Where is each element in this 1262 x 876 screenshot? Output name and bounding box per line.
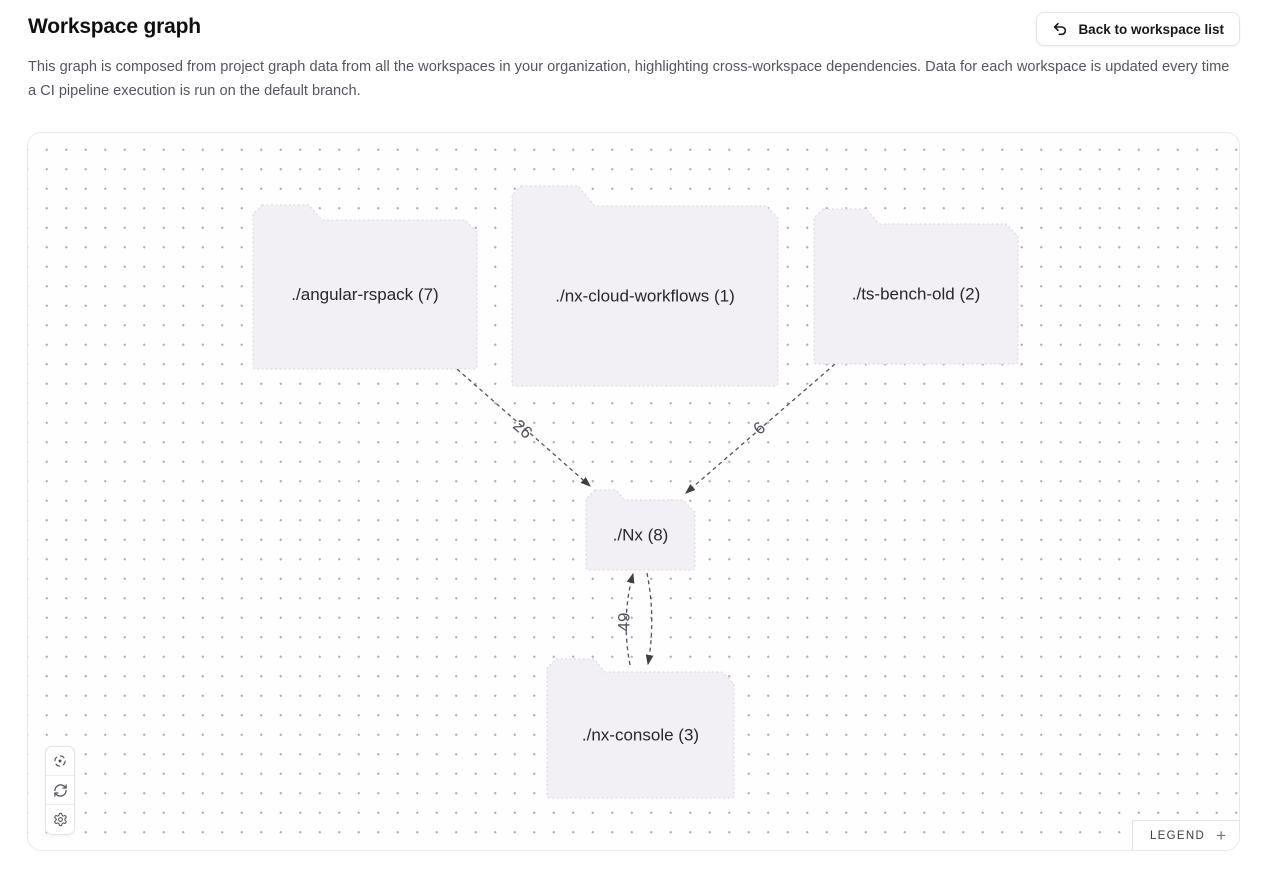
legend-toggle[interactable]: LEGEND +: [1131, 820, 1239, 850]
graph-node-angular-rspack[interactable]: ./angular-rspack (7): [252, 204, 478, 370]
graph-node-label: ./ts-bench-old (2): [852, 284, 981, 303]
legend-label: LEGEND: [1149, 829, 1206, 842]
graph-edge-nx-console-to-nx: [625, 572, 635, 666]
graph-settings-button[interactable]: [46, 805, 74, 834]
undo-arrow-icon: [1052, 21, 1068, 37]
graph-edge-count: 49: [614, 613, 633, 632]
page-description: This graph is composed from project grap…: [28, 59, 1230, 99]
back-to-workspace-list-button[interactable]: Back to workspace list: [1036, 12, 1240, 46]
graph-edge-ts-bench-old-to-nx: [685, 363, 836, 494]
graph-node-label: ./nx-cloud-workflows (1): [555, 286, 735, 305]
workspace-graph: 26 6 49 ./angular-rspack (7) ./nx-cloud-work…: [252, 185, 1019, 799]
graph-node-nx-cloud-workflows[interactable]: ./nx-cloud-workflows (1): [511, 185, 779, 387]
workspace-graph-canvas[interactable]: 26 6 49 ./angular-rspack (7) ./nx-cloud-work…: [27, 132, 1240, 851]
graph-toolbar: [45, 746, 75, 835]
page-title: Workspace graph: [28, 15, 201, 38]
focus-crosshair-icon: [52, 753, 68, 769]
graph-node-ts-bench-old[interactable]: ./ts-bench-old (2): [813, 208, 1019, 365]
graph-node-nx[interactable]: ./Nx (8): [585, 489, 696, 571]
graph-node-nx-console[interactable]: ./nx-console (3): [546, 658, 735, 799]
refresh-graph-button[interactable]: [46, 776, 74, 805]
graph-node-label: ./Nx (8): [613, 525, 669, 544]
folder-shape[interactable]: [546, 658, 735, 799]
folder-shape[interactable]: [252, 204, 478, 370]
graph-node-label: ./angular-rspack (7): [291, 285, 438, 304]
back-button-label: Back to workspace list: [1078, 21, 1224, 37]
page-header: Workspace graph Back to workspace list: [0, 0, 1262, 46]
graph-edge-nx-to-nx-console: [645, 572, 654, 666]
refresh-icon: [53, 783, 68, 798]
graph-edge-count: 26: [509, 416, 536, 443]
center-graph-button[interactable]: [46, 747, 74, 776]
folder-shape[interactable]: [585, 489, 696, 571]
gear-icon: [53, 812, 68, 827]
folder-shape[interactable]: [813, 208, 1019, 365]
folder-shape[interactable]: [511, 185, 779, 387]
graph-node-label: ./nx-console (3): [582, 725, 699, 744]
plus-icon: +: [1216, 826, 1226, 845]
graph-edge-count: 6: [750, 418, 769, 439]
